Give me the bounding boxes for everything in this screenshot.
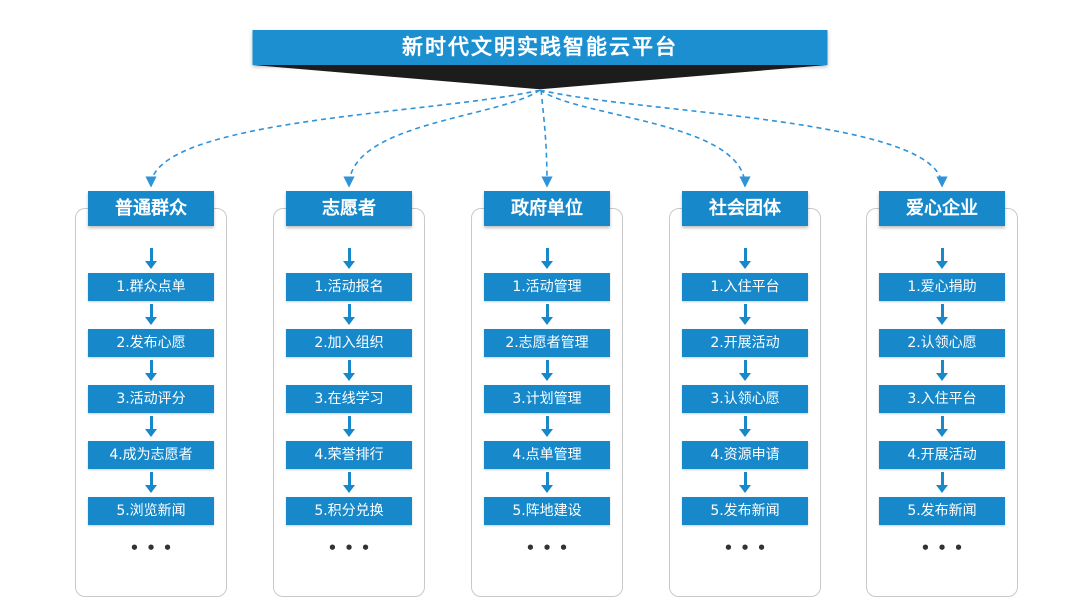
flow-step: 3.入住平台 — [879, 385, 1005, 413]
page-title: 新时代文明实践智能云平台 — [252, 30, 828, 65]
column-header: 政府单位 — [484, 191, 610, 226]
down-arrow-icon — [541, 360, 553, 382]
more-indicator: ••• — [723, 539, 774, 557]
more-indicator: ••• — [920, 539, 971, 557]
column-header: 爱心企业 — [879, 191, 1005, 226]
column-header: 普通群众 — [88, 191, 214, 226]
column-enterprise: 爱心企业 1.爱心捐助 2.认领心愿 3.入住平台 4.开展活动 5.发布新闻 … — [866, 191, 1018, 597]
flow-step: 1.入住平台 — [682, 273, 808, 301]
column-header: 志愿者 — [286, 191, 412, 226]
flow-step: 1.爱心捐助 — [879, 273, 1005, 301]
column-header: 社会团体 — [682, 191, 808, 226]
down-arrow-icon — [343, 304, 355, 326]
flow-step: 5.浏览新闻 — [88, 497, 214, 525]
flow-step: 5.发布新闻 — [879, 497, 1005, 525]
down-arrow-icon — [739, 416, 751, 438]
down-arrow-icon — [541, 416, 553, 438]
down-arrow-icon — [936, 416, 948, 438]
flow-step: 5.发布新闻 — [682, 497, 808, 525]
column-ordinary-public: 普通群众 1.群众点单 2.发布心愿 3.活动评分 4.成为志愿者 5.浏览新闻… — [75, 191, 227, 597]
down-arrow-icon — [145, 304, 157, 326]
down-arrow-icon — [343, 416, 355, 438]
dashed-connector — [145, 89, 541, 188]
down-arrow-icon — [936, 304, 948, 326]
funnel-shape — [252, 65, 828, 89]
flow-step: 4.开展活动 — [879, 441, 1005, 469]
flow-step: 4.成为志愿者 — [88, 441, 214, 469]
flow-step: 4.荣誉排行 — [286, 441, 412, 469]
flow-steps: 1.活动管理 2.志愿者管理 3.计划管理 4.点单管理 5.阵地建设 ••• — [472, 209, 622, 557]
flow-steps: 1.爱心捐助 2.认领心愿 3.入住平台 4.开展活动 5.发布新闻 ••• — [867, 209, 1017, 557]
flow-steps: 1.入住平台 2.开展活动 3.认领心愿 4.资源申请 5.发布新闻 ••• — [670, 209, 820, 557]
flow-steps: 1.活动报名 2.加入组织 3.在线学习 4.荣誉排行 5.积分兑换 ••• — [274, 209, 424, 557]
dashed-connector — [539, 89, 751, 188]
flow-step: 2.发布心愿 — [88, 329, 214, 357]
dashed-connector — [539, 89, 948, 188]
flow-step: 1.活动报名 — [286, 273, 412, 301]
more-indicator: ••• — [525, 539, 576, 557]
flow-step: 1.群众点单 — [88, 273, 214, 301]
flow-step: 5.阵地建设 — [484, 497, 610, 525]
down-arrow-icon — [739, 304, 751, 326]
down-arrow-icon — [145, 416, 157, 438]
flow-step: 4.点单管理 — [484, 441, 610, 469]
down-arrow-icon — [739, 472, 751, 494]
column-social-group: 社会团体 1.入住平台 2.开展活动 3.认领心愿 4.资源申请 5.发布新闻 … — [669, 191, 821, 597]
down-arrow-icon — [936, 360, 948, 382]
flow-step: 5.积分兑换 — [286, 497, 412, 525]
down-arrow-icon — [936, 472, 948, 494]
down-arrow-icon — [145, 472, 157, 494]
down-arrow-icon — [343, 472, 355, 494]
dashed-connector — [343, 89, 541, 188]
dashed-connector — [540, 89, 553, 188]
down-arrow-icon — [739, 248, 751, 270]
flow-steps: 1.群众点单 2.发布心愿 3.活动评分 4.成为志愿者 5.浏览新闻 ••• — [76, 209, 226, 557]
down-arrow-icon — [343, 248, 355, 270]
flow-step: 2.开展活动 — [682, 329, 808, 357]
flow-step: 4.资源申请 — [682, 441, 808, 469]
flow-step: 1.活动管理 — [484, 273, 610, 301]
connector-arrows — [145, 89, 948, 188]
more-indicator: ••• — [129, 539, 180, 557]
flow-step: 2.加入组织 — [286, 329, 412, 357]
flow-step: 3.在线学习 — [286, 385, 412, 413]
flow-step: 3.计划管理 — [484, 385, 610, 413]
flow-step: 2.认领心愿 — [879, 329, 1005, 357]
down-arrow-icon — [343, 360, 355, 382]
flow-step: 3.认领心愿 — [682, 385, 808, 413]
column-volunteer: 志愿者 1.活动报名 2.加入组织 3.在线学习 4.荣誉排行 5.积分兑换 •… — [273, 191, 425, 597]
column-government: 政府单位 1.活动管理 2.志愿者管理 3.计划管理 4.点单管理 5.阵地建设… — [471, 191, 623, 597]
flow-step: 3.活动评分 — [88, 385, 214, 413]
down-arrow-icon — [936, 248, 948, 270]
more-indicator: ••• — [327, 539, 378, 557]
down-arrow-icon — [541, 472, 553, 494]
down-arrow-icon — [541, 304, 553, 326]
down-arrow-icon — [739, 360, 751, 382]
down-arrow-icon — [145, 248, 157, 270]
down-arrow-icon — [145, 360, 157, 382]
down-arrow-icon — [541, 248, 553, 270]
flow-step: 2.志愿者管理 — [484, 329, 610, 357]
